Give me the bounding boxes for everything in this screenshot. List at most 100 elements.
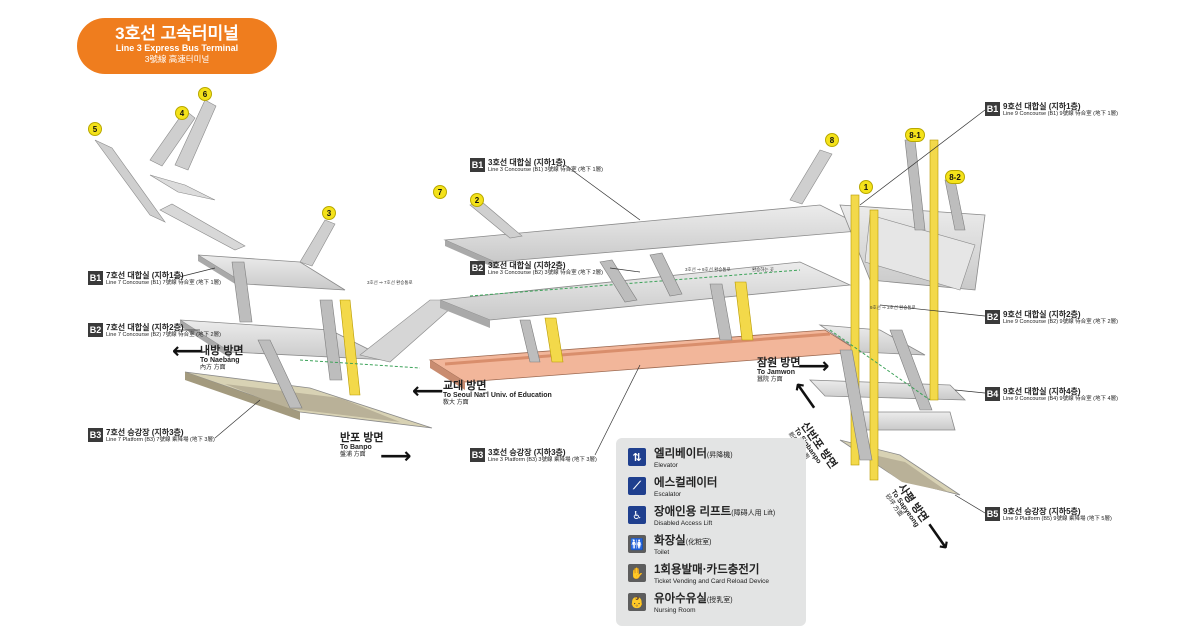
legend-korean: 에스컬레이터	[654, 477, 718, 489]
direction-hanja: 盤浦 方面	[340, 452, 366, 458]
level-badge: B3	[470, 448, 485, 462]
level-label-line7-b2: B2 7호선 대합실 (지하2층)Line 7 Concourse (B2) 7…	[88, 323, 221, 339]
level-korean: 3호선 승강장 (지하3층)	[488, 448, 566, 457]
legend-hanja: (障碍人用 Lift)	[731, 510, 776, 517]
legend-item-elevator: ⇅ 엘리베이터(昇降機) Elevator	[628, 448, 806, 477]
direction-english: To Seoul Nat'l Univ. of Education	[443, 392, 552, 399]
legend-hanja: (授乳室)	[706, 597, 733, 604]
legend-item-toilet: 🚻 화장실(化粧室) Toilet	[628, 535, 806, 564]
level-badge: B2	[88, 323, 103, 337]
exit-3-marker[interactable]: 3	[322, 206, 336, 220]
level-korean: 7호선 대합실 (지하1층)	[106, 271, 184, 280]
legend-hanja: (化粧室)	[685, 539, 712, 546]
station-title-english: Line 3 Express Bus Terminal	[115, 43, 239, 53]
level-english: Line 7 Concourse (B1) 7號線 待合室 (地下 1層)	[106, 280, 221, 286]
arrow-left-icon: ⟵	[412, 378, 444, 403]
legend-item-ticket-machine: ✋ 1회용발매·카드충전기 Ticket Vending and Card Re…	[628, 564, 806, 593]
direction-gyodae: 교대 방면 To Seoul Nat'l Univ. of Education …	[443, 380, 552, 407]
level-label-line9-b4: B4 9호선 대합실 (지하4층)Line 9 Concourse (B4) 9…	[985, 387, 1118, 403]
direction-english: To Banpo	[340, 444, 372, 451]
legend-english: Elevator	[654, 462, 678, 469]
level-korean: 9호선 승강장 (지하5층)	[1003, 507, 1081, 516]
level-english: Line 3 Concourse (B1) 3號線 待合室 (地下 1層)	[488, 167, 603, 173]
transfer-note-line3-line9: 3호선 ⇒ 9호선 환승통로	[685, 267, 731, 272]
level-badge: B5	[985, 507, 1000, 521]
legend-item-escalator: ⟋ 에스컬레이터 Escalator	[628, 477, 806, 506]
level-korean: 9호선 대합실 (지하1층)	[1003, 102, 1081, 111]
legend-item-accessible-lift: ♿ 장애인용 리프트(障碍人用 Lift) Disabled Access Li…	[628, 506, 806, 535]
nursing-room-icon: 👶	[628, 593, 646, 611]
legend-korean: 엘리베이터	[654, 448, 707, 460]
arrow-right-icon: ⟶	[798, 353, 830, 378]
arrow-left-icon: ⟵	[172, 338, 204, 363]
level-badge: B2	[470, 261, 485, 275]
station-title-hanja: 3號線 高速터미널	[144, 54, 210, 64]
level-korean: 9호선 대합실 (지하4층)	[1003, 387, 1081, 396]
facility-legend: ⇅ 엘리베이터(昇降機) Elevator ⟋ 에스컬레이터 Escalator…	[616, 438, 806, 626]
legend-korean: 장애인용 리프트	[654, 506, 732, 518]
level-label-line3-b3: B3 3호선 승강장 (지하3층)Line 3 Platform (B3) 3號…	[470, 448, 597, 464]
elevator-icon: ⇅	[628, 448, 646, 466]
level-korean: 3호선 대합실 (지하2층)	[488, 261, 566, 270]
direction-banpo: 반포 방면 To Banpo 盤浦 方面	[340, 432, 384, 459]
direction-korean: 반포 방면	[340, 432, 384, 444]
level-badge: B4	[985, 387, 1000, 401]
level-english: Line 9 Concourse (B4) 9號線 待合室 (地下 4層)	[1003, 396, 1118, 402]
level-badge: B2	[985, 310, 1000, 324]
exit-4-marker[interactable]: 4	[175, 106, 189, 120]
arrow-right-icon: ⟶	[380, 443, 412, 468]
exit-5-marker[interactable]: 5	[88, 122, 102, 136]
level-english: Line 9 Platform (B5) 9號線 乘降場 (地下 5層)	[1003, 516, 1112, 522]
direction-korean: 잠원 방면	[757, 357, 801, 369]
level-english: Line 3 Concourse (B2) 3號線 待合室 (地下 2層)	[488, 270, 603, 276]
exit-8-2-marker[interactable]: 8-2	[945, 170, 965, 184]
escalator-icon: ⟋	[628, 477, 646, 495]
station-title: 3호선 고속터미널 Line 3 Express Bus Terminal 3號…	[77, 18, 277, 74]
level-label-line9-b2: B2 9호선 대합실 (지하2층)Line 9 Concourse (B2) 9…	[985, 310, 1118, 326]
direction-korean: 교대 방면	[443, 380, 487, 392]
level-label-line3-b2: B2 3호선 대합실 (지하2층)Line 3 Concourse (B2) 3…	[470, 261, 603, 277]
level-label-line3-b1: B1 3호선 대합실 (지하1층)Line 3 Concourse (B1) 3…	[470, 158, 603, 174]
line9-structure	[809, 139, 986, 496]
level-label-line7-b3: B3 7호선 승강장 (지하3층)Line 7 Platform (B3) 7號…	[88, 428, 215, 444]
level-badge: B3	[88, 428, 103, 442]
direction-korean: 내방 방면	[200, 345, 244, 357]
station-title-korean: 3호선 고속터미널	[115, 24, 239, 43]
direction-english: To Naebang	[200, 357, 240, 364]
exit-8-1-marker[interactable]: 8-1	[905, 128, 925, 142]
direction-hanja: 蠶院 方面	[757, 377, 783, 383]
line3-structure	[428, 149, 872, 390]
legend-korean: 1회용발매·카드충전기	[654, 564, 760, 576]
leader-lines	[174, 109, 986, 514]
direction-hanja: 內方 方面	[200, 365, 226, 371]
exit-7-marker[interactable]: 7	[433, 185, 447, 199]
accessible-lift-icon: ♿	[628, 506, 646, 524]
direction-hanja: 敎大 方面	[443, 400, 469, 406]
legend-item-nursing-room: 👶 유아수유실(授乳室) Nursing Room	[628, 593, 806, 622]
toilet-icon: 🚻	[628, 535, 646, 553]
level-english: Line 9 Concourse (B2) 9號線 待合室 (地下 2層)	[1003, 319, 1118, 325]
level-label-line9-b5: B5 9호선 승강장 (지하5층)Line 9 Platform (B5) 9號…	[985, 507, 1112, 523]
legend-hanja: (昇降機)	[706, 452, 733, 459]
level-korean: 7호선 승강장 (지하3층)	[106, 428, 184, 437]
legend-english: Nursing Room	[654, 607, 696, 614]
exit-1-marker[interactable]: 1	[859, 180, 873, 194]
level-label-line7-b1: B1 7호선 대합실 (지하1층)Line 7 Concourse (B1) 7…	[88, 271, 221, 287]
level-badge: B1	[470, 158, 485, 172]
transfer-point-note: 환승하는 곳	[752, 267, 774, 272]
legend-english: Toilet	[654, 549, 670, 556]
level-korean: 7호선 대합실 (지하2층)	[106, 323, 184, 332]
exit-8-marker[interactable]: 8	[825, 133, 839, 147]
level-english: Line 9 Concourse (B1) 9號線 待合室 (地下 1層)	[1003, 111, 1118, 117]
legend-english: Ticket Vending and Card Reload Device	[654, 578, 770, 585]
legend-korean: 유아수유실	[654, 593, 707, 605]
exit-6-marker[interactable]: 6	[198, 87, 212, 101]
level-badge: B1	[88, 271, 103, 285]
exit-2-marker[interactable]: 2	[470, 193, 484, 207]
line7-structure	[94, 99, 461, 429]
legend-english: Escalator	[654, 491, 682, 498]
transfer-note-line9-line3: 9호선 ⇒ 3호선 환승통로	[870, 305, 916, 310]
direction-jamwon: 잠원 방면 To Jamwon 蠶院 方面	[757, 357, 801, 384]
legend-english: Disabled Access Lift	[654, 520, 713, 527]
